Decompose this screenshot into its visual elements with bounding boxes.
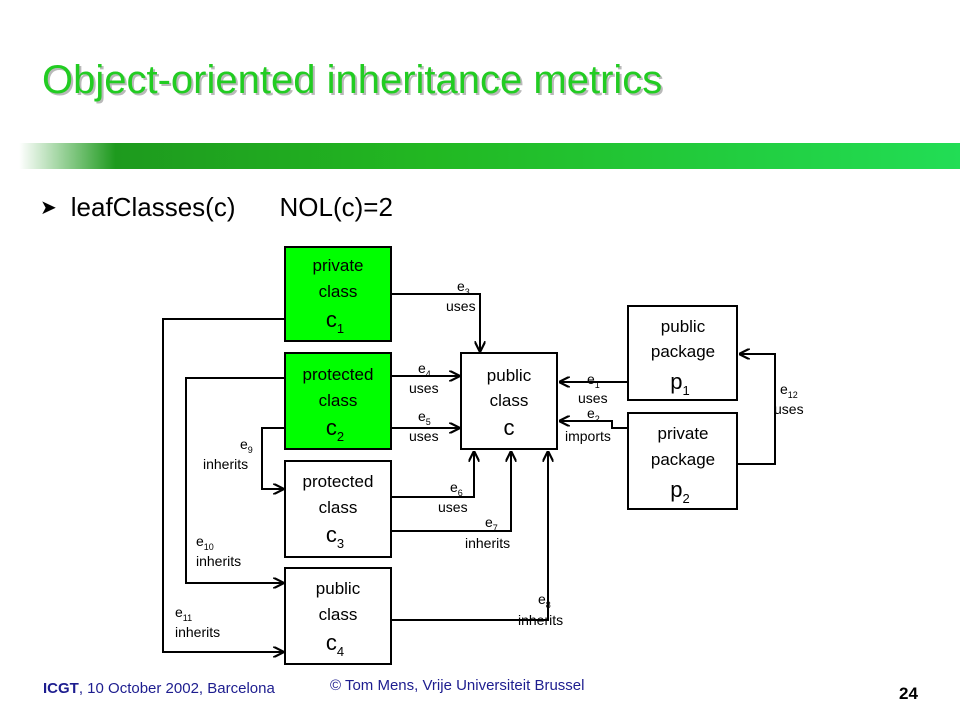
- svg-text:p1: p1: [670, 369, 689, 398]
- node-box: [627, 305, 738, 401]
- svg-text:uses: uses: [409, 428, 439, 444]
- edge-e9-line: [261, 427, 285, 489]
- svg-text:inherits: inherits: [203, 456, 248, 472]
- edge-e12-label: e12 uses: [774, 381, 804, 417]
- svg-text:package: package: [651, 342, 715, 361]
- svg-text:e12: e12: [780, 381, 798, 400]
- svg-text:uses: uses: [578, 390, 608, 406]
- svg-text:c4: c4: [326, 630, 344, 659]
- edge-e9-label: e9 inherits: [203, 436, 253, 472]
- svg-text:package: package: [651, 450, 715, 469]
- svg-text:e2: e2: [587, 405, 600, 424]
- slide-title: Object-oriented inheritance metrics: [42, 58, 663, 102]
- svg-text:private: private: [312, 256, 363, 275]
- edge-e7-label: e7 inherits: [465, 514, 510, 551]
- node-c3: protected class c3: [284, 460, 392, 558]
- svg-text:e6: e6: [450, 479, 463, 498]
- arrow-bullet-icon: ➤: [40, 197, 57, 219]
- svg-text:imports: imports: [565, 428, 611, 444]
- svg-text:uses: uses: [438, 499, 468, 515]
- edge-e11-line: [162, 318, 285, 652]
- edge-e4-label: e4 uses: [409, 360, 439, 396]
- edge-e1-label: e1 uses: [578, 371, 608, 406]
- node-box: [284, 352, 392, 450]
- edge-e2-line: [560, 421, 628, 429]
- svg-text:e5: e5: [418, 408, 431, 427]
- function-text: leafClasses(c): [70, 192, 236, 222]
- page-number: 24: [899, 684, 918, 703]
- svg-text:public: public: [487, 366, 532, 385]
- svg-text:class: class: [319, 498, 358, 517]
- node-box: [627, 412, 738, 510]
- node-box: [460, 352, 558, 450]
- node-c2: protected class c2: [284, 352, 392, 450]
- svg-text:public: public: [661, 317, 706, 336]
- node-box: [284, 460, 392, 558]
- svg-text:e11: e11: [175, 604, 192, 623]
- title-underline-bar: [0, 143, 960, 169]
- node-c4: public class c4: [284, 567, 392, 665]
- svg-text:private: private: [657, 424, 708, 443]
- edge-e12-line: [737, 354, 776, 465]
- svg-text:inherits: inherits: [175, 624, 220, 640]
- edge-e10-line: [185, 377, 285, 583]
- svg-text:e7: e7: [485, 514, 498, 533]
- node-c: public class c: [460, 352, 558, 450]
- svg-text:p2: p2: [670, 477, 689, 506]
- svg-text:public: public: [316, 579, 361, 598]
- node-p2: private package p2: [627, 412, 738, 510]
- node-c1: private class c1: [284, 246, 392, 342]
- svg-text:e10: e10: [196, 533, 214, 552]
- svg-text:c: c: [504, 415, 515, 440]
- node-box: [284, 246, 392, 342]
- metric-text: NOL(c)=2: [279, 192, 393, 222]
- svg-text:c2: c2: [326, 415, 344, 444]
- svg-text:protected: protected: [303, 365, 374, 384]
- node-p1: public package p1: [627, 305, 738, 401]
- edge-e10-label: e10 inherits: [196, 533, 241, 569]
- footer-event: ICGT, 10 October 2002, Barcelona: [43, 680, 275, 697]
- svg-text:c3: c3: [326, 522, 344, 551]
- edge-e3-line: [391, 293, 480, 351]
- edge-e11-label: e11 inherits: [175, 604, 220, 640]
- bullet-item: ➤ leafClasses(c) NOL(c)=2: [40, 192, 393, 223]
- svg-text:inherits: inherits: [518, 612, 563, 628]
- svg-text:class: class: [490, 391, 529, 410]
- svg-text:e9: e9: [240, 436, 253, 455]
- svg-text:e4: e4: [418, 360, 431, 379]
- edge-e7-line: [391, 452, 511, 532]
- svg-text:uses: uses: [409, 380, 439, 396]
- edge-e5-label: e5 uses: [409, 408, 439, 444]
- node-box: [284, 567, 392, 665]
- edge-e2-label: e2 imports: [565, 405, 611, 444]
- svg-text:c1: c1: [326, 307, 344, 336]
- svg-text:e8: e8: [538, 591, 551, 610]
- edge-e3-label: e3 uses: [446, 278, 476, 314]
- edge-e8-line: [391, 452, 548, 621]
- svg-text:class: class: [319, 282, 358, 301]
- edge-e6-line: [391, 452, 474, 498]
- svg-text:class: class: [319, 605, 358, 624]
- svg-text:e1: e1: [587, 371, 600, 390]
- edge-e8-label: e8 inherits: [518, 591, 563, 628]
- svg-text:uses: uses: [774, 401, 804, 417]
- svg-text:uses: uses: [446, 298, 476, 314]
- svg-text:inherits: inherits: [465, 535, 510, 551]
- edge-e6-label: e6 uses: [438, 479, 468, 515]
- svg-text:protected: protected: [303, 472, 374, 491]
- svg-text:inherits: inherits: [196, 553, 241, 569]
- svg-text:e3: e3: [457, 278, 470, 297]
- svg-text:class: class: [319, 391, 358, 410]
- footer-copyright: © Tom Mens, Vrije Universiteit Brussel: [330, 677, 585, 694]
